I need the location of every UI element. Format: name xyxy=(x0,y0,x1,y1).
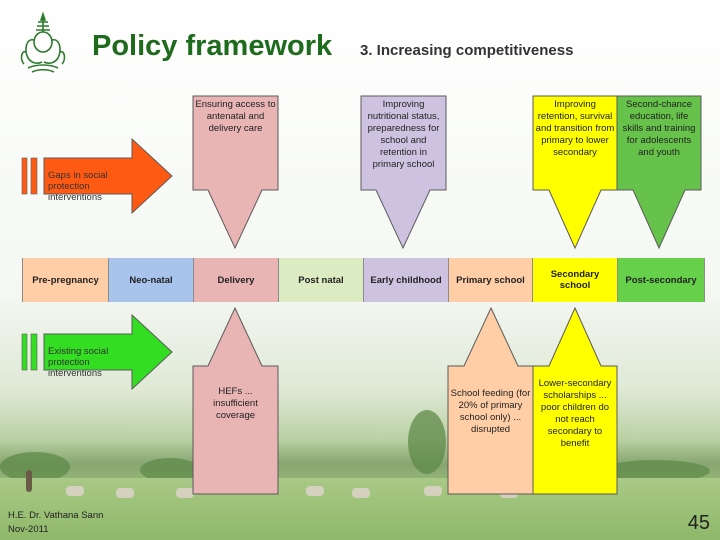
stage-neo-natal: Neo-natal xyxy=(109,258,194,302)
gaps-arrow xyxy=(43,137,173,215)
background-cow xyxy=(424,486,442,496)
stage-delivery: Delivery xyxy=(194,258,279,302)
hefs-up-arrow xyxy=(192,306,279,495)
stage-early-childhood: Early childhood xyxy=(364,258,449,302)
stage-primary-school: Primary school xyxy=(449,258,533,302)
retention-text: Improving retention, survival and transi… xyxy=(535,99,615,158)
school-feeding-up-arrow xyxy=(447,306,534,495)
background-tree xyxy=(600,460,710,482)
antenatal-down-arrow xyxy=(192,95,279,250)
stage-post-natal: Post natal xyxy=(279,258,364,302)
school-feeding-box: School feeding (for 20% of primary schoo… xyxy=(446,374,535,450)
nutrition-text: Improving nutritional status, preparedne… xyxy=(367,99,440,170)
nutrition-down-arrow xyxy=(360,95,447,250)
second-chance-box: Second-chance education, life skills and… xyxy=(617,96,701,190)
background-cow xyxy=(352,488,370,498)
presentation-date: Nov-2011 xyxy=(8,524,49,535)
presenter-name: H.E. Dr. Vathana Sann xyxy=(8,510,104,521)
royal-emblem-icon xyxy=(20,11,66,73)
scholarship-text: Lower-secondary scholarships ... poor ch… xyxy=(538,378,612,449)
school-feeding-text: School feeding (for 20% of primary schoo… xyxy=(450,388,531,435)
hefs-text: HEFs ... insufficient coverage xyxy=(213,386,258,421)
background-cow xyxy=(116,488,134,498)
antenatal-box: Ensuring access to antenatal and deliver… xyxy=(193,96,278,190)
existing-arrow xyxy=(43,313,173,391)
background-cow xyxy=(66,486,84,496)
page-number: 45 xyxy=(687,512,710,534)
scholarship-box: Lower-secondary scholarships ... poor ch… xyxy=(533,374,617,474)
retention-box: Improving retention, survival and transi… xyxy=(533,96,617,190)
stage-post-secondary: Post-secondary xyxy=(618,258,704,302)
nutrition-box: Improving nutritional status, preparedne… xyxy=(361,96,446,190)
existing-label: Existing social protection interventions xyxy=(48,346,109,379)
background-person xyxy=(26,470,32,492)
background-cow xyxy=(176,488,194,498)
hefs-box: HEFs ... insufficient coverage xyxy=(193,372,278,436)
stage-pre-pregnancy: Pre-pregnancy xyxy=(23,258,109,302)
background-tree xyxy=(0,452,70,482)
gaps-label: Gaps in social protection interventions xyxy=(48,170,108,203)
page-subtitle: 3. Increasing competitiveness xyxy=(360,42,574,59)
page-title: Policy framework xyxy=(92,30,333,62)
gaps-arrow-stripe xyxy=(30,157,38,195)
antenatal-text: Ensuring access to antenatal and deliver… xyxy=(195,99,276,134)
second-chance-down-arrow xyxy=(616,95,702,250)
background-cow xyxy=(306,486,324,496)
existing-arrow-stripe xyxy=(30,333,38,371)
background-tree xyxy=(408,410,446,474)
second-chance-text: Second-chance education, life skills and… xyxy=(622,99,696,158)
gaps-arrow-stripe xyxy=(21,157,28,195)
stage-secondary-school: Secondary school xyxy=(533,258,618,302)
existing-arrow-stripe xyxy=(21,333,28,371)
scholarship-up-arrow xyxy=(532,306,618,495)
